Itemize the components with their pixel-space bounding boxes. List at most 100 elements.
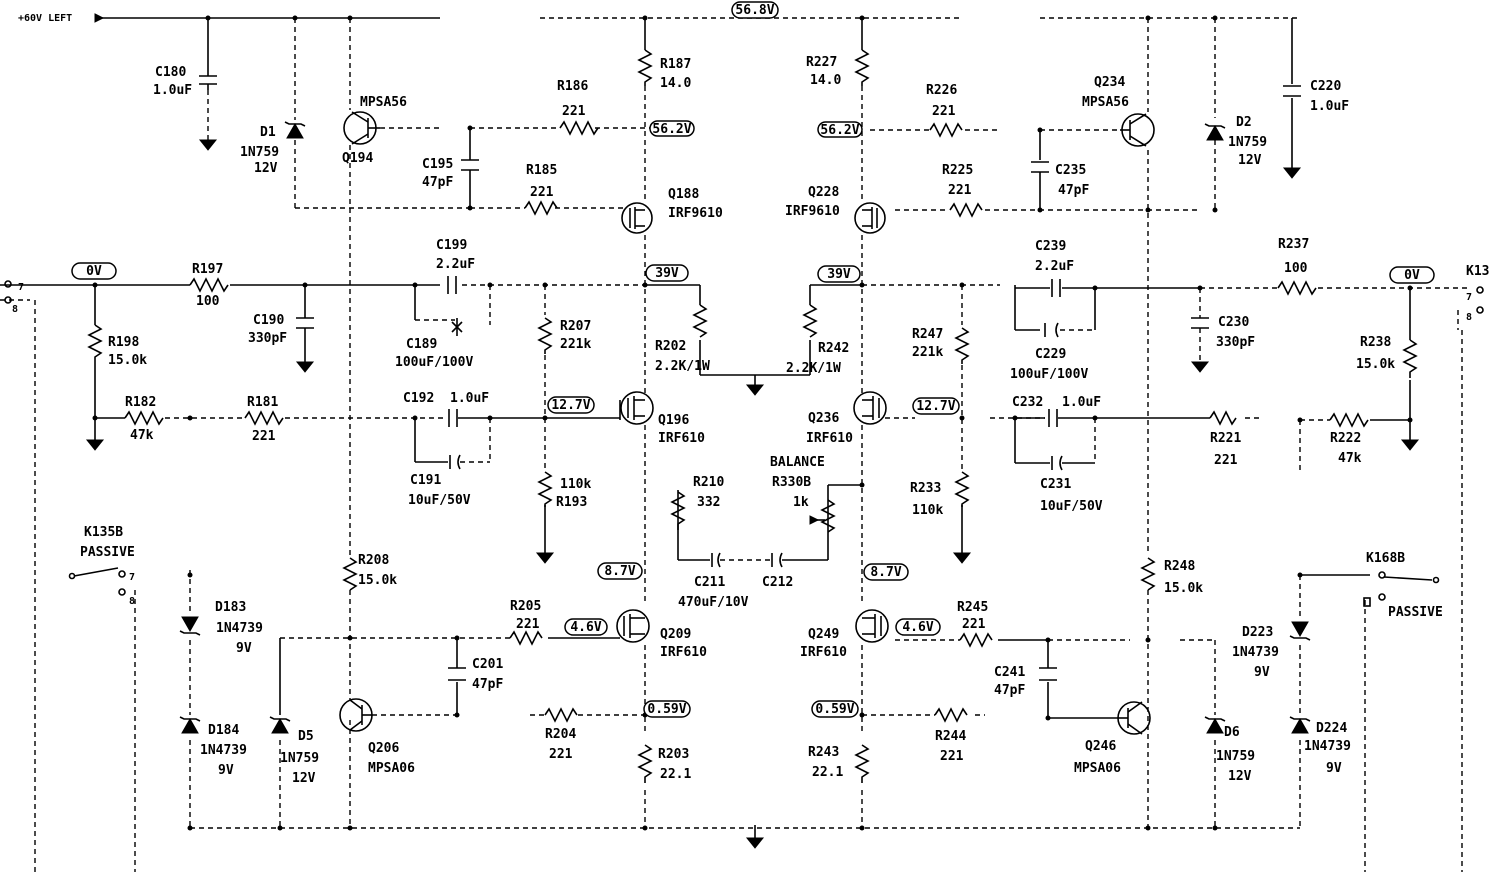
voltage-tag: 39V: [817, 265, 861, 283]
component-value: 221: [530, 185, 554, 200]
svg-text:0.59V: 0.59V: [647, 702, 686, 717]
component-value: 14.0: [810, 73, 841, 88]
wires: [0, 13, 1470, 872]
voltage-tag: 4.6V: [895, 618, 941, 636]
component-value: 110k: [560, 477, 591, 492]
component-ref: R186: [557, 79, 588, 94]
component-ref: C230: [1218, 315, 1249, 330]
component-ref: R185: [526, 163, 557, 178]
svg-text:8: 8: [1466, 312, 1472, 323]
capacitor-icon: [1051, 279, 1061, 297]
component-value: 221: [549, 747, 573, 762]
component-ref: D2: [1236, 115, 1252, 130]
component-value: 330pF: [248, 331, 287, 346]
component-ref: Q228: [808, 185, 839, 200]
resistor-icon: [1329, 412, 1369, 428]
component-value: 9V: [1254, 665, 1270, 680]
relay-mode-label: PASSIVE: [1388, 605, 1443, 620]
component-ref: C189: [406, 337, 437, 352]
voltage-tag: 56.2V: [817, 121, 863, 138]
component-value: 332: [697, 495, 720, 510]
svg-text:8.7V: 8.7V: [604, 564, 635, 579]
zener-diode-icon: [1204, 123, 1226, 141]
resistor-icon: [87, 324, 103, 360]
component-ref: R247: [912, 327, 943, 342]
capacitor-icon: [711, 552, 721, 568]
component-ref: R182: [125, 395, 156, 410]
component-value: 47k: [1338, 451, 1362, 466]
resistor-icon: [1277, 280, 1317, 296]
component-value: 15.0k: [1356, 357, 1395, 372]
component-value: 12V: [292, 771, 316, 786]
capacitor-icon: [1031, 161, 1049, 173]
component-ref: C231: [1040, 477, 1071, 492]
voltage-tag: 0.59V: [811, 700, 859, 718]
transistor-symbols: [339, 111, 1155, 735]
component-value: 47pF: [472, 677, 503, 692]
ground-symbols: [85, 139, 1420, 849]
component-value: 221: [516, 617, 540, 632]
component-value: 330pF: [1216, 335, 1255, 350]
component-value: 47pF: [1058, 183, 1089, 198]
voltage-tag: 4.6V: [564, 618, 608, 636]
ground-icon: [198, 139, 218, 151]
component-value: 1.0uF: [450, 391, 489, 406]
component-value: 100: [196, 294, 220, 309]
relay-mode-label: PASSIVE: [80, 545, 135, 560]
mosfet-icon: [616, 609, 650, 643]
capacitor-icon: [1283, 85, 1301, 97]
component-ref: Q206: [368, 741, 399, 756]
component-ref: D184: [208, 723, 239, 738]
svg-text:7: 7: [129, 572, 135, 583]
svg-text:56.8V: 56.8V: [735, 3, 774, 18]
component-value: MPSA06: [368, 761, 415, 776]
component-ref: Q196: [658, 413, 689, 428]
component-value: 22.1: [660, 767, 691, 782]
voltage-tag: 0V: [71, 262, 117, 280]
component-ref: R244: [935, 729, 966, 744]
component-ref: C235: [1055, 163, 1086, 178]
capacitor-icon: [448, 667, 466, 681]
resistor-icon: [959, 632, 993, 648]
svg-text:12.7V: 12.7V: [551, 398, 590, 413]
component-ref: Q246: [1085, 739, 1116, 754]
component-value: 221k: [560, 337, 591, 352]
component-ref: D224: [1316, 721, 1347, 736]
component-value: 14.0: [660, 76, 691, 91]
ground-icon: [535, 552, 555, 564]
junction-dots: [92, 15, 1413, 831]
component-ref: R226: [926, 83, 957, 98]
component-value: 12V: [254, 161, 278, 176]
resistor-icon: [1209, 410, 1237, 426]
relay-contact-icon: [1363, 571, 1440, 607]
component-ref: R203: [658, 747, 689, 762]
voltage-tag: 12.7V: [547, 396, 595, 414]
component-value: IRF610: [658, 431, 705, 446]
component-ref: C190: [253, 313, 284, 328]
resistor-icon: [244, 410, 284, 426]
component-ref: D6: [1224, 725, 1240, 740]
zener-diode-icon: [284, 121, 306, 139]
component-ref: R205: [510, 599, 541, 614]
svg-text:4.6V: 4.6V: [570, 620, 601, 635]
component-ref: Q194: [342, 151, 373, 166]
svg-text:8: 8: [12, 304, 18, 315]
component-ref: D183: [215, 600, 246, 615]
resistor-icon: [1140, 557, 1156, 591]
component-ref: R222: [1330, 431, 1361, 446]
component-value: 1.0uF: [1062, 395, 1101, 410]
component-value: 15.0k: [108, 353, 147, 368]
component-value: 10uF/50V: [1040, 499, 1103, 514]
component-ref: Q234: [1094, 75, 1125, 90]
component-ref: C192: [403, 391, 434, 406]
zener-diode-icon: [179, 616, 201, 636]
capacitor-icon: [1044, 322, 1059, 338]
component-value: 47pF: [994, 683, 1025, 698]
svg-text:39V: 39V: [827, 267, 851, 282]
component-value: 2.2uF: [1035, 259, 1074, 274]
component-ref: D5: [298, 729, 314, 744]
resistor-symbols: [87, 49, 1418, 783]
component-value: 1.0uF: [153, 83, 192, 98]
component-ref: R207: [560, 319, 591, 334]
capacitor-icon: [461, 159, 479, 171]
